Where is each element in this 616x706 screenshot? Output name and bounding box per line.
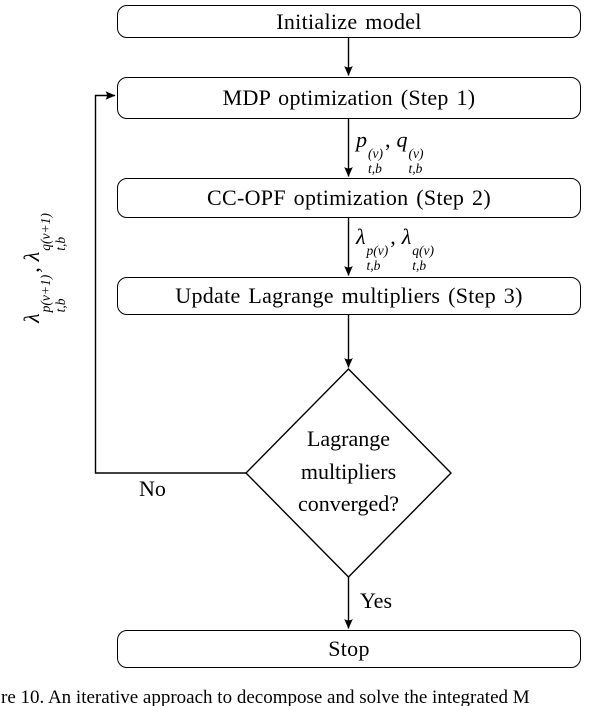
node-initialize-label: Initialize model <box>276 8 422 34</box>
branch-label-no: No <box>139 476 166 501</box>
node-update-label: Update Lagrange multipliers (Step 3) <box>175 283 523 308</box>
node-ccopf-optimization: CC-OPF optimization (Step 2) <box>117 178 581 218</box>
node-update-lagrange: Update Lagrange multipliers (Step 3) <box>117 277 581 315</box>
math-term-q: q(ν)t,b <box>396 127 424 176</box>
branch-label-yes: Yes <box>360 588 393 613</box>
figure-caption: re 10. An iterative approach to decompos… <box>1 687 530 706</box>
edge-label-mdp-output: p(ν)t,b,q(ν)t,b <box>356 127 424 176</box>
node-initialize-model: Initialize model <box>117 5 581 38</box>
decision-diamond-shape <box>245 368 452 578</box>
feedback-connector-no-loop <box>94 91 246 474</box>
node-ccopf-label: CC-OPF optimization (Step 2) <box>207 185 491 210</box>
math-term-p: p(ν)t,b <box>356 127 383 176</box>
node-stop: Stop <box>117 630 581 668</box>
node-mdp-label: MDP optimization (Step 1) <box>222 85 476 110</box>
node-mdp-optimization: MDP optimization (Step 1) <box>117 77 581 119</box>
node-stop-label: Stop <box>328 636 370 661</box>
decision-node-label: Lagrange multipliers converged? <box>298 426 399 516</box>
